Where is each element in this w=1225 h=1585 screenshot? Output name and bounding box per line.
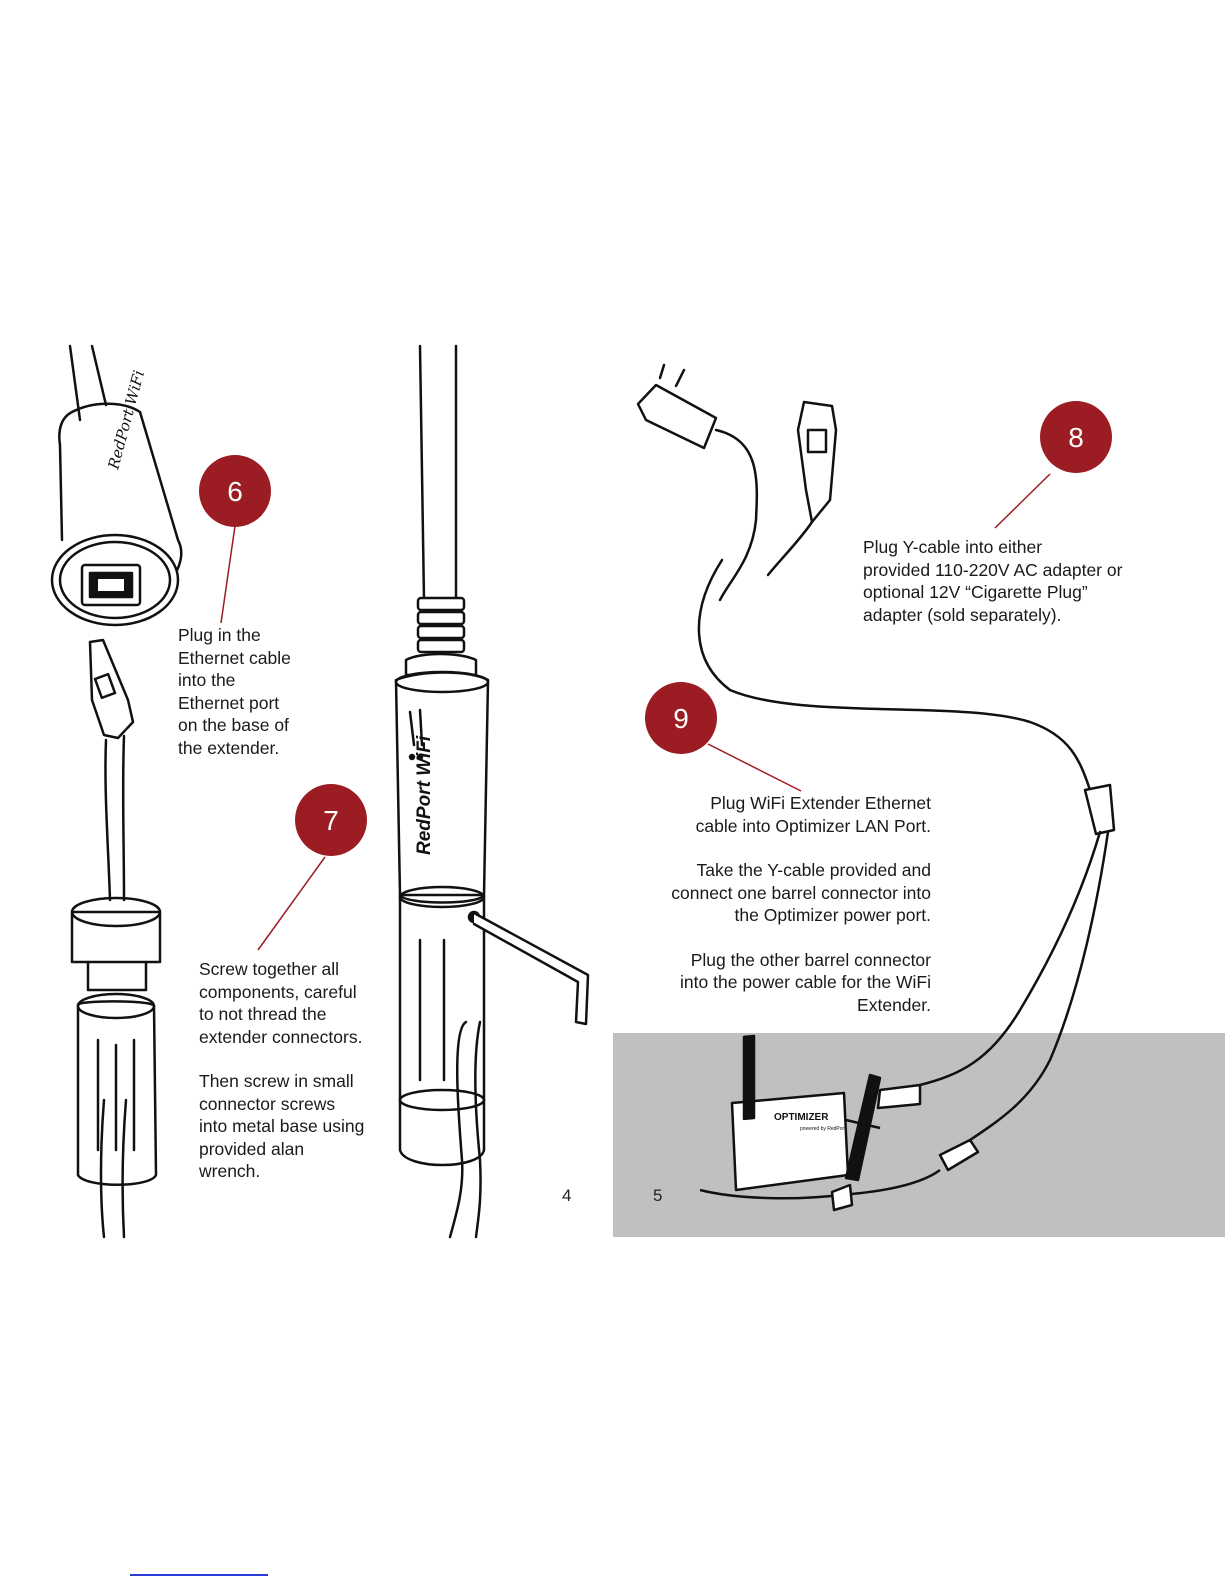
ethernet-cable-illustration: [72, 640, 160, 1237]
step-badge-9: 9: [645, 682, 717, 754]
step9-line: the Optimizer power port.: [620, 904, 931, 927]
step6-line: the extender.: [178, 737, 358, 760]
step9-line: cable into Optimizer LAN Port.: [620, 815, 931, 838]
step6-line: on the base of: [178, 714, 358, 737]
svg-text:OPTIMIZER: OPTIMIZER: [774, 1112, 829, 1123]
step8-line: provided 110-220V AC adapter or: [863, 559, 1163, 582]
step6-instructions: Plug in the Ethernet cable into the Ethe…: [178, 624, 358, 759]
step7-instructions: Screw together all components, careful t…: [199, 958, 399, 1183]
step7-line: connector screws: [199, 1093, 399, 1116]
step7-line: wrench.: [199, 1160, 399, 1183]
step-badge-8-label: 8: [1068, 422, 1084, 453]
step6-line: Ethernet port: [178, 692, 358, 715]
step6-line: into the: [178, 669, 358, 692]
step7-line: Then screw in small: [199, 1070, 399, 1093]
step-badge-9-label: 9: [673, 703, 689, 734]
step-badge-8: 8: [1040, 401, 1112, 473]
extender-base-illustration: RedPort WiFi: [52, 346, 181, 625]
step7-line: Screw together all: [199, 958, 399, 981]
step6-line: Plug in the: [178, 624, 358, 647]
step6-line: Ethernet cable: [178, 647, 358, 670]
step9-line: Extender.: [620, 994, 931, 1017]
step9-line: connect one barrel connector into: [620, 882, 931, 905]
step-badge-6-label: 6: [227, 476, 243, 507]
step9-line: into the power cable for the WiFi: [620, 971, 931, 994]
step7-line: to not thread the: [199, 1003, 399, 1026]
step8-instructions: Plug Y-cable into either provided 110-22…: [863, 536, 1163, 626]
step9-line: Plug WiFi Extender Ethernet: [620, 792, 931, 815]
step9-line: Plug the other barrel connector: [620, 949, 931, 972]
antenna-illustration: RedPort WiFi: [396, 346, 588, 1237]
step8-line: Plug Y-cable into either: [863, 536, 1163, 559]
page-number-left: 4: [562, 1186, 571, 1206]
step-badge-7-label: 7: [323, 805, 339, 836]
svg-text:powered by RedPort: powered by RedPort: [800, 1126, 846, 1132]
step-badge-7: 7: [295, 784, 367, 856]
step8-line: optional 12V “Cigarette Plug”: [863, 581, 1163, 604]
footer-link-underline[interactable]: [130, 1574, 268, 1576]
step7-line: into metal base using: [199, 1115, 399, 1138]
step7-line: provided alan: [199, 1138, 399, 1161]
step7-line: extender connectors.: [199, 1026, 399, 1049]
step9-line: Take the Y-cable provided and: [620, 859, 931, 882]
step-badge-6: 6: [199, 455, 271, 527]
step9-instructions: Plug WiFi Extender Ethernet cable into O…: [620, 792, 931, 1016]
step8-line: adapter (sold separately).: [863, 604, 1163, 627]
gray-panel: [613, 1033, 1225, 1237]
step7-line: components, careful: [199, 981, 399, 1004]
svg-text:RedPort WiFi: RedPort WiFi: [414, 735, 435, 855]
page-number-right: 5: [653, 1186, 662, 1206]
